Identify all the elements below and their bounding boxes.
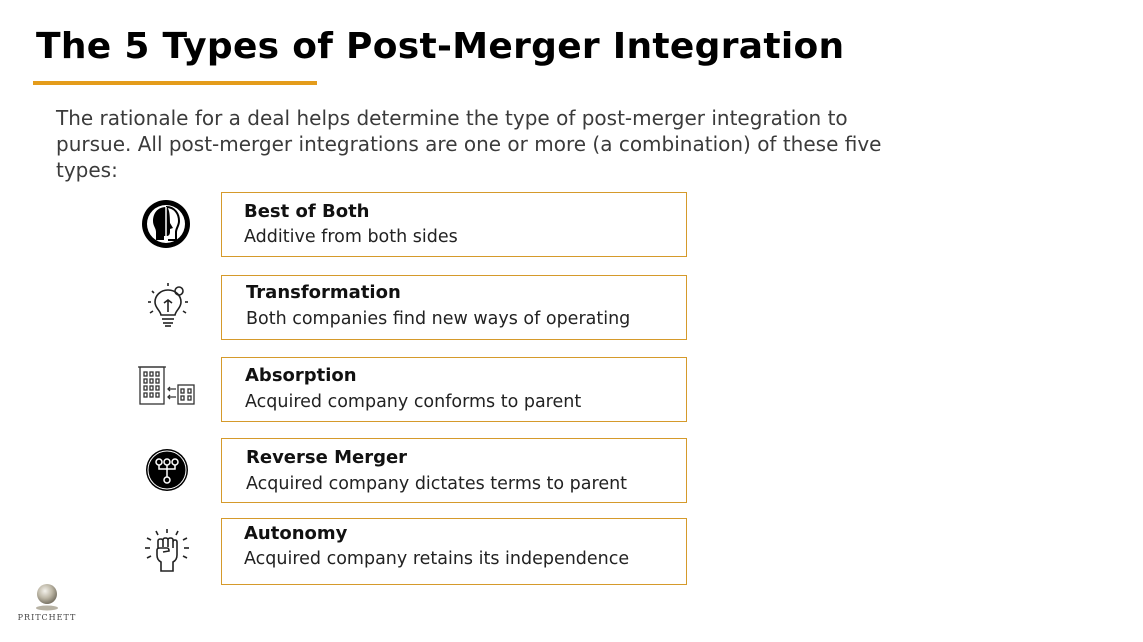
type-description: Acquired company retains its independenc… [244, 549, 630, 569]
type-card-best-of-both: Best of Both Additive from both sides [221, 192, 687, 257]
raised-fist-icon [145, 529, 189, 572]
type-name: Autonomy [244, 523, 348, 544]
type-description: Acquired company dictates terms to paren… [246, 474, 628, 494]
type-name: Absorption [245, 365, 357, 386]
type-name: Reverse Merger [246, 447, 408, 468]
type-name: Best of Both [244, 201, 370, 222]
sphere-logo-icon [36, 584, 58, 611]
type-card-transformation: Transformation Both companies find new w… [221, 275, 687, 340]
type-description: Additive from both sides [244, 227, 458, 247]
two-faces-icon [142, 200, 190, 248]
type-description: Acquired company conforms to parent [245, 392, 582, 412]
org-chart-icon [146, 449, 188, 491]
logo-wordmark: PRITCHETT [17, 613, 77, 622]
type-card-absorption: Absorption Acquired company conforms to … [221, 357, 687, 422]
slide-title: The 5 Types of Post-Merger Integration [36, 26, 845, 67]
type-card-reverse-merger: Reverse Merger Acquired company dictates… [221, 438, 687, 503]
lightbulb-icon [148, 283, 188, 327]
pritchett-logo: PRITCHETT [16, 580, 78, 624]
intro-text: The rationale for a deal helps determine… [56, 106, 882, 182]
title-underline [33, 81, 317, 85]
type-name: Transformation [246, 282, 401, 303]
type-description: Both companies find new ways of operatin… [246, 309, 631, 329]
buildings-merge-icon [138, 366, 195, 405]
type-card-autonomy: Autonomy Acquired company retains its in… [221, 518, 687, 585]
